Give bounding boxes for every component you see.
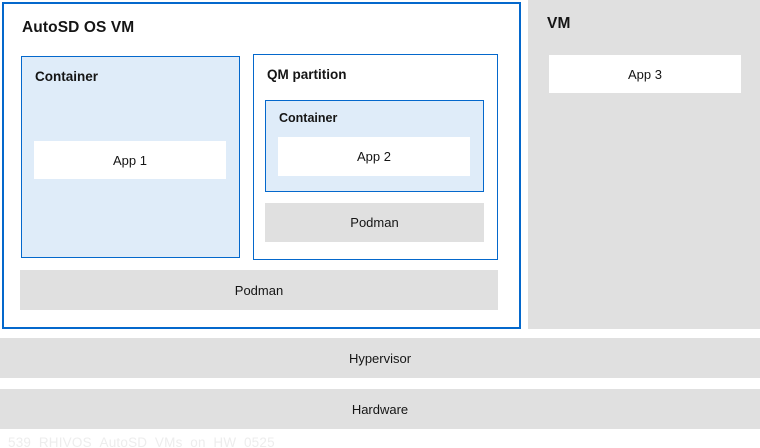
qm-podman-bar: Podman bbox=[265, 203, 484, 242]
app1-box: App 1 bbox=[34, 141, 226, 179]
hypervisor-label: Hypervisor bbox=[348, 350, 412, 366]
qm-podman-label: Podman bbox=[350, 215, 399, 230]
autosd-podman-bar: Podman bbox=[20, 270, 498, 310]
container-1-title: Container bbox=[35, 69, 99, 84]
figure-id-caption: 539_RHIVOS_AutoSD_VMs_on_HW_0525 bbox=[8, 435, 275, 448]
app3-box: App 3 bbox=[549, 55, 741, 93]
vm-box: VM App 3 bbox=[528, 0, 760, 329]
app3-label: App 3 bbox=[628, 66, 662, 82]
hardware-bar: Hardware bbox=[0, 389, 760, 429]
autosd-os-vm-title: AutoSD OS VM bbox=[22, 19, 135, 36]
container-2-title: Container bbox=[279, 111, 338, 125]
container-box-1: Container App 1 bbox=[21, 56, 240, 258]
app2-box: App 2 bbox=[278, 137, 470, 176]
vm-title: VM bbox=[547, 15, 571, 32]
app1-label: App 1 bbox=[113, 152, 147, 168]
app2-label: App 2 bbox=[357, 149, 391, 164]
hypervisor-bar: Hypervisor bbox=[0, 338, 760, 378]
qm-partition-title: QM partition bbox=[267, 67, 347, 82]
container-box-2: Container App 2 bbox=[265, 100, 484, 192]
hardware-label: Hardware bbox=[351, 401, 409, 417]
autosd-os-vm-box: AutoSD OS VM Container App 1 QM partitio… bbox=[2, 2, 521, 329]
autosd-podman-label: Podman bbox=[234, 282, 284, 298]
qm-partition-box: QM partition Container App 2 Podman bbox=[253, 54, 498, 260]
